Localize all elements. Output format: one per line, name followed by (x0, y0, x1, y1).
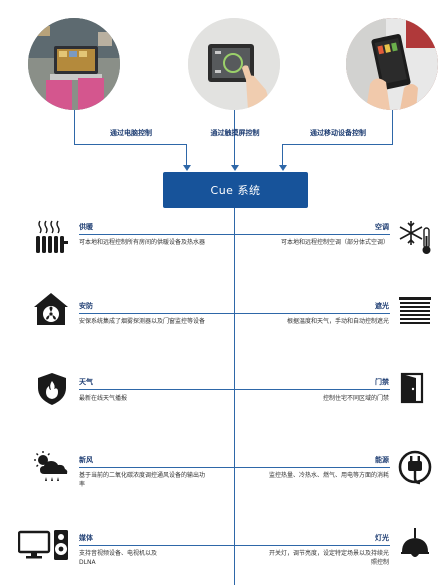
row-line-left-1 (79, 234, 235, 235)
row-line-left-5 (79, 545, 235, 546)
connector-center-vertical (234, 110, 235, 166)
category-desc-media: 支持音视频设备、电视机以及DLNA (79, 550, 158, 566)
mobile-control-photo (346, 18, 438, 110)
category-desc-shading: 根据温度和天气，手动和自动控制遮光 (286, 318, 389, 325)
cue-system-title: Cue 系统 (210, 184, 261, 197)
fire-shield-icon (36, 372, 68, 406)
category-title-energy: 能源 (375, 456, 389, 464)
tv-speaker-icon (18, 528, 70, 562)
row-line-right-2 (235, 313, 390, 314)
cue-system-box: Cue 系统 (163, 172, 308, 208)
row-line-right-1 (235, 234, 390, 235)
connector-left-vertical (74, 110, 75, 144)
category-title-weather: 天气 (79, 378, 93, 386)
laptop-control-photo (28, 18, 120, 110)
category-desc-lighting: 开关灯，调节亮度，设定特定场景以及持续光照控制 (269, 550, 390, 566)
radiator-icon (34, 219, 68, 255)
connector-right-drop (282, 144, 283, 166)
category-desc-access: 控制住宅不同区域的门禁 (322, 395, 389, 402)
control-label-mobile: 通过移动设备控制 (310, 129, 366, 137)
category-desc-weather: 最新在线天气播报 (79, 395, 128, 402)
category-title-aircon: 空调 (375, 223, 389, 231)
arrow-left-head (183, 165, 191, 171)
row-line-left-2 (79, 313, 235, 314)
arrow-right-head (279, 165, 287, 171)
connector-left-horizontal (74, 144, 186, 145)
category-title-security: 安防 (79, 302, 93, 310)
category-desc-energy: 监控热量、冷热水、燃气、用电等方面的消耗 (268, 472, 389, 479)
category-title-access: 门禁 (375, 378, 389, 386)
row-line-right-5 (235, 545, 390, 546)
weather-cloud-icon (32, 450, 70, 484)
category-title-ventilation: 新风 (79, 456, 93, 464)
row-line-right-4 (235, 467, 390, 468)
door-icon (400, 372, 428, 404)
category-desc-aircon: 可本地和远程控制空调（部分体式空调） (280, 239, 389, 246)
control-label-touchscreen: 通过触摸屏控制 (210, 129, 260, 137)
row-line-left-4 (79, 467, 235, 468)
center-trunk-line (234, 208, 235, 585)
plug-icon (398, 450, 432, 486)
category-desc-heating: 可本地和远程控制所有房间的供暖设备及热水器 (79, 239, 206, 246)
row-line-left-3 (79, 389, 235, 390)
snow-thermometer-icon (398, 218, 434, 256)
category-desc-ventilation: 基于当前的二氧化碳浓度调控通风设备的输出功率 (79, 472, 206, 488)
category-desc-security: 安保系统集成了烟雾探测器以及门窗监控等设备 (79, 318, 206, 325)
category-title-heating: 供暖 (79, 223, 93, 231)
category-title-media: 媒体 (79, 534, 93, 542)
row-line-right-3 (235, 389, 390, 390)
arrow-center-head (231, 165, 239, 171)
connector-left-drop (186, 144, 187, 166)
connector-right-vertical (392, 110, 393, 144)
category-title-lighting: 灯光 (375, 534, 389, 542)
lamp-icon (398, 528, 432, 562)
control-label-computer: 通过电脑控制 (110, 129, 152, 137)
connector-right-horizontal (282, 144, 393, 145)
house-fan-icon (32, 291, 70, 327)
touchscreen-control-photo (188, 18, 280, 110)
blinds-icon (398, 296, 432, 326)
category-title-shading: 遮光 (375, 302, 389, 310)
